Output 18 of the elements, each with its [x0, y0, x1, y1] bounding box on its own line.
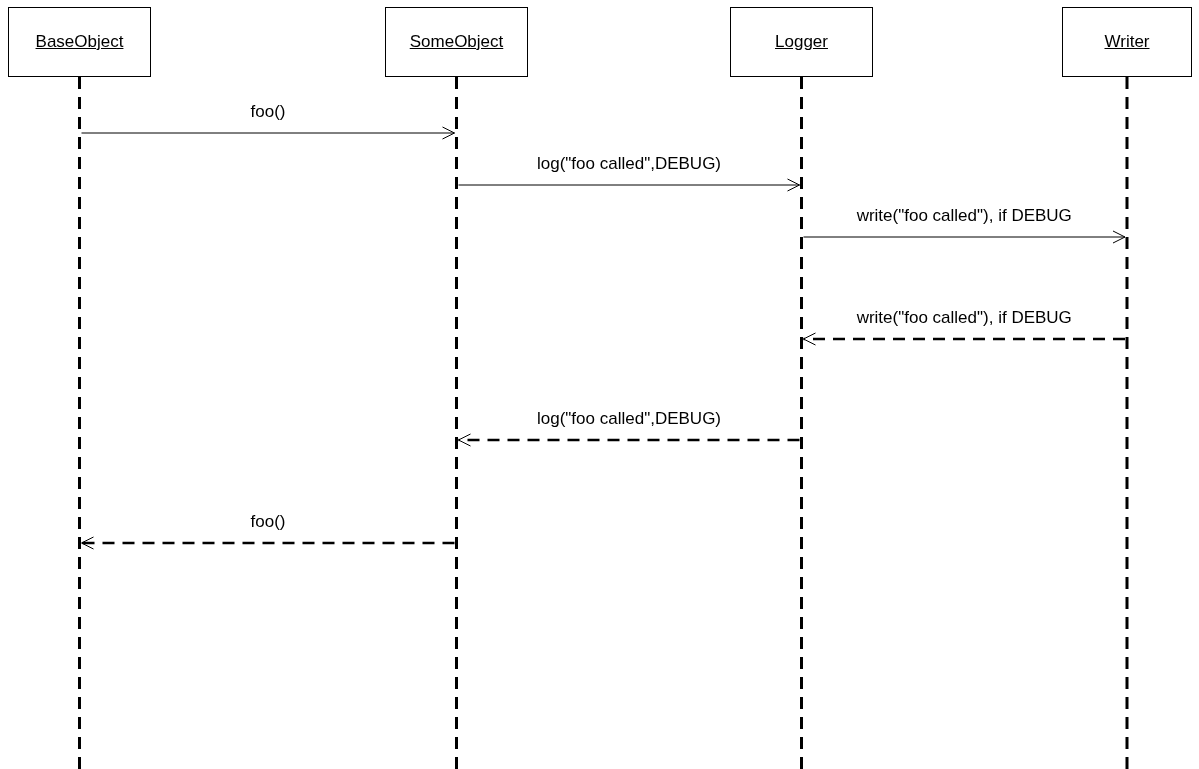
- object-name: BaseObject: [35, 32, 124, 52]
- object-name: SomeObject: [409, 32, 504, 52]
- return-message-arrow: [81, 536, 455, 550]
- edge-label: log("foo called",DEBUG): [537, 409, 721, 429]
- message-arrow: [458, 178, 800, 192]
- message-arrow: [803, 230, 1126, 244]
- edge-label: write("foo called"), if DEBUG: [856, 308, 1072, 328]
- return-message-arrow: [803, 332, 1125, 346]
- edge-label: foo(): [250, 512, 286, 532]
- edge-label: write("foo called"), if DEBUG: [856, 206, 1072, 226]
- message-arrow: [81, 126, 455, 140]
- object-name: Writer: [1104, 32, 1150, 52]
- object-lifeline: [8, 7, 151, 769]
- edge-label: foo(): [250, 102, 286, 122]
- edge-label: log("foo called",DEBUG): [537, 154, 721, 174]
- return-message-arrow: [458, 433, 800, 447]
- object-name: Logger: [775, 32, 828, 52]
- object-lifeline: [385, 7, 528, 769]
